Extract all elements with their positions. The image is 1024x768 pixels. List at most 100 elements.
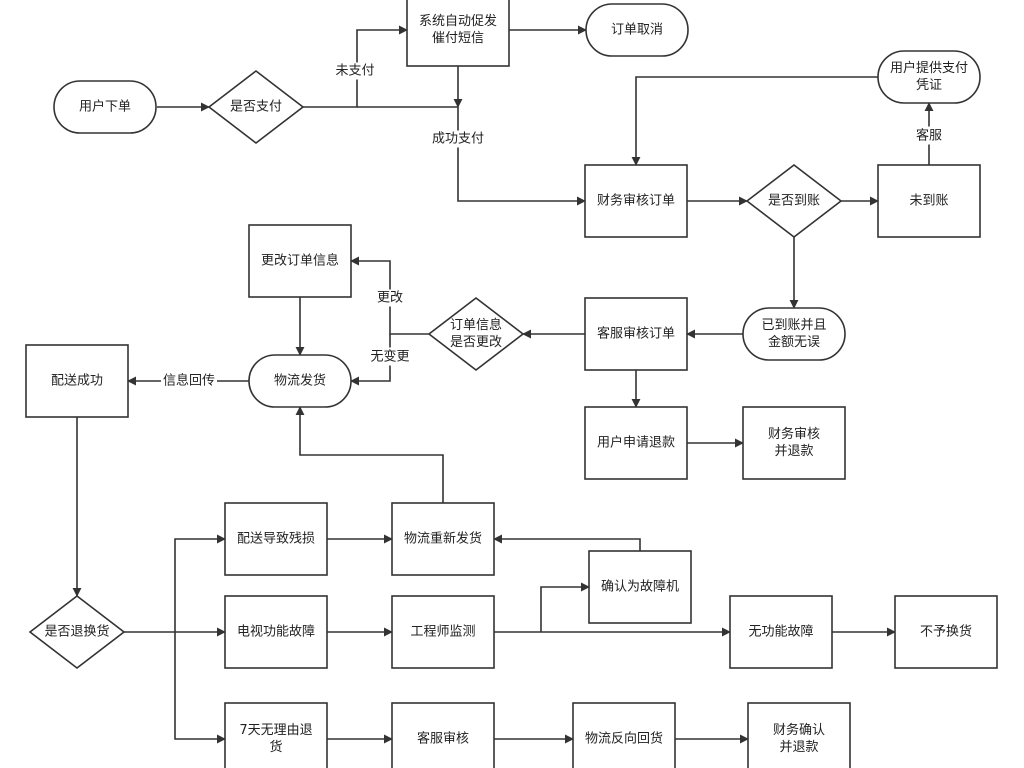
node-label: 已到账并且: [761, 318, 826, 333]
nodes-layer: 用户下单是否支付系统自动促发催付短信订单取消用户提供支付凭证财务审核订单是否到账…: [25, 0, 998, 768]
node-cs-check: 客服审核: [391, 702, 495, 768]
edge-label-text: 未支付: [335, 64, 374, 79]
node-label: 是否支付: [230, 100, 282, 115]
node-label: 不予换货: [920, 624, 972, 640]
node-tv-fault: 电视功能故障: [224, 595, 328, 669]
node-label: 是否到账: [768, 194, 820, 209]
node-not-arrived: 未到账: [877, 164, 981, 238]
node-user-order: 用户下单: [53, 80, 157, 134]
node-label: 是否更改: [450, 335, 502, 350]
node-shape-rect: [742, 406, 846, 480]
edge-label-changed: 更改: [374, 289, 406, 307]
node-label: 催付短信: [432, 31, 484, 46]
node-is-arrived: 是否到账: [745, 163, 843, 239]
edge-engineer-to-confirm-fault: [540, 582, 590, 632]
node-shape-rect: [747, 702, 851, 768]
node-label: 订单取消: [611, 23, 663, 38]
edge-label-customer-service: 客服: [913, 126, 945, 145]
node-shape-rect: [584, 406, 688, 480]
edge-user-proof-to-finance-review: [631, 76, 878, 166]
node-label: 凭证: [916, 78, 942, 93]
node-label: 客服审核: [417, 731, 469, 747]
node-label: 财务审核: [768, 426, 820, 442]
node-label: 无功能故障: [748, 625, 813, 640]
node-shape-rect: [584, 297, 688, 371]
edge-label-background: [429, 130, 487, 148]
node-is-paid: 是否支付: [207, 69, 305, 145]
edge-label-info-feedback: 信息回传: [160, 371, 218, 390]
node-cs-review: 客服审核订单: [584, 297, 688, 371]
node-reverse-ship: 物流反向回货: [572, 702, 676, 768]
edge-label-text: 更改: [377, 291, 403, 306]
edge-branch-to-damaged: [174, 534, 226, 632]
edge-label-background: [368, 347, 412, 366]
node-label: 并退款: [774, 444, 813, 459]
node-label: 财务确认: [773, 722, 825, 738]
edge-label-background: [913, 126, 945, 145]
node-shape-rect: [877, 164, 981, 238]
node-reship: 物流重新发货: [391, 502, 495, 576]
edge-confirm-fault-to-reship: [493, 534, 641, 551]
node-shape-diamond: [207, 69, 305, 145]
edge-label-background: [160, 371, 218, 390]
node-shape-rect: [584, 164, 688, 238]
edge-label-unchanged: 无变更: [368, 347, 412, 366]
node-delivered: 配送成功: [25, 344, 129, 418]
node-label: 并退款: [779, 740, 818, 755]
node-shape-rect: [894, 595, 998, 669]
node-shape-rect: [391, 595, 495, 669]
node-shape-rect: [224, 595, 328, 669]
node-confirm-fault: 确认为故障机: [588, 550, 692, 624]
node-label: 订单信息: [450, 317, 502, 333]
node-label: 配送导致残损: [237, 532, 315, 547]
node-shape-pill: [585, 3, 689, 57]
node-no-fault: 无功能故障: [729, 595, 833, 669]
node-no-exchange: 不予换货: [894, 595, 998, 669]
node-label: 货: [269, 739, 282, 755]
node-shape-pill: [742, 307, 846, 361]
node-label: 工程师监测: [410, 625, 475, 640]
node-shape-rect: [224, 502, 328, 576]
node-shape-rect: [224, 702, 328, 768]
node-shape-diamond: [427, 296, 525, 372]
node-label: 确认为故障机: [601, 580, 679, 595]
node-shape-rect: [406, 0, 510, 67]
node-change-order: 更改订单信息: [248, 224, 352, 298]
edge-branch-to-seven-day: [174, 632, 226, 744]
node-label: 系统自动促发: [419, 13, 497, 29]
node-refund-request: 用户申请退款: [584, 406, 688, 480]
node-shape-pill: [248, 354, 352, 408]
edge-label-paid: 成功支付: [429, 130, 487, 148]
node-shape-pill: [53, 80, 157, 134]
node-label: 金额无误: [768, 334, 820, 350]
edge-reship-to-ship: [295, 406, 444, 503]
edge-label-text: 客服: [916, 128, 942, 144]
edge-label-text: 无变更: [370, 349, 409, 365]
node-shape-rect: [729, 595, 833, 669]
node-label: 物流重新发货: [404, 531, 482, 547]
node-label: 用户申请退款: [597, 435, 675, 451]
node-label: 是否退换货: [44, 624, 109, 640]
edge-label-background: [333, 62, 377, 80]
node-shape-diamond: [745, 163, 843, 239]
edge-label-text: 信息回传: [163, 373, 215, 389]
node-finance-review: 财务审核订单: [584, 164, 688, 238]
edge-label-background: [374, 289, 406, 307]
node-damaged: 配送导致残损: [224, 502, 328, 576]
node-shape-diamond: [28, 594, 126, 670]
node-ship: 物流发货: [248, 354, 352, 408]
node-label: 财务审核订单: [597, 193, 675, 209]
node-shape-rect: [572, 702, 676, 768]
node-is-return: 是否退换货: [28, 594, 126, 670]
edge-label-text: 成功支付: [432, 132, 484, 147]
node-shape-pill: [877, 50, 981, 104]
node-label: 电视功能故障: [237, 625, 315, 640]
node-label: 未到账: [909, 194, 948, 209]
node-shape-rect: [588, 550, 692, 624]
edge-paid-to-finance-review: [457, 107, 586, 206]
